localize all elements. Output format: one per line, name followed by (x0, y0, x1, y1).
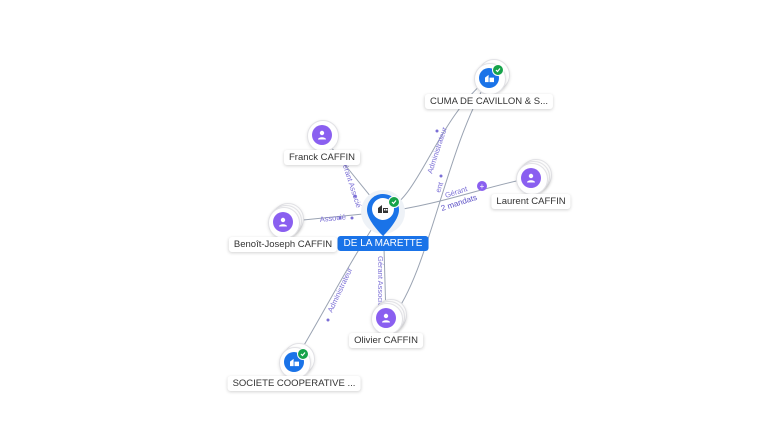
person-icon (279, 217, 287, 227)
edge-arrow (439, 174, 443, 178)
edge-label-benoit: Associé (319, 212, 346, 224)
person-icon (527, 173, 535, 183)
edge-label-olivier: Gérant Associé (376, 256, 385, 307)
person-icon (318, 130, 326, 140)
edge-arrow (326, 318, 330, 322)
edge-label-olivier-link: ent (433, 180, 445, 194)
person-badge (376, 308, 396, 328)
edge-label-societe: Administrateur (326, 266, 355, 314)
center-node-label[interactable]: DE LA MARETTE (337, 236, 429, 251)
node-laurent-label[interactable]: Laurent CAFFIN (491, 194, 571, 209)
verified-check-icon (492, 64, 504, 76)
edge-arrow (353, 194, 357, 198)
person-badge (273, 212, 293, 232)
building-icon (378, 205, 388, 213)
building-icon (289, 358, 299, 366)
building-icon (484, 74, 494, 82)
edge-arrow (435, 129, 439, 133)
node-societe-label[interactable]: SOCIETE COOPERATIVE ... (227, 376, 361, 391)
person-badge (312, 125, 332, 145)
node-franck-label[interactable]: Franck CAFFIN (284, 150, 360, 165)
edge-arrow (338, 216, 342, 220)
svg-text:+: + (480, 182, 485, 191)
node-benoit-label[interactable]: Benoît-Joseph CAFFIN (228, 237, 338, 252)
verified-check-icon (297, 348, 309, 360)
node-olivier-label[interactable]: Olivier CAFFIN (349, 333, 423, 348)
verified-check-icon (388, 196, 400, 208)
person-badge (521, 168, 541, 188)
mandats-badge[interactable]: + (477, 181, 487, 191)
edge-label-cuma: Administrateur (425, 125, 449, 174)
edge-arrow (350, 216, 354, 220)
node-cuma-label[interactable]: CUMA DE CAVILLON & S... (424, 94, 554, 109)
person-icon (382, 313, 390, 323)
